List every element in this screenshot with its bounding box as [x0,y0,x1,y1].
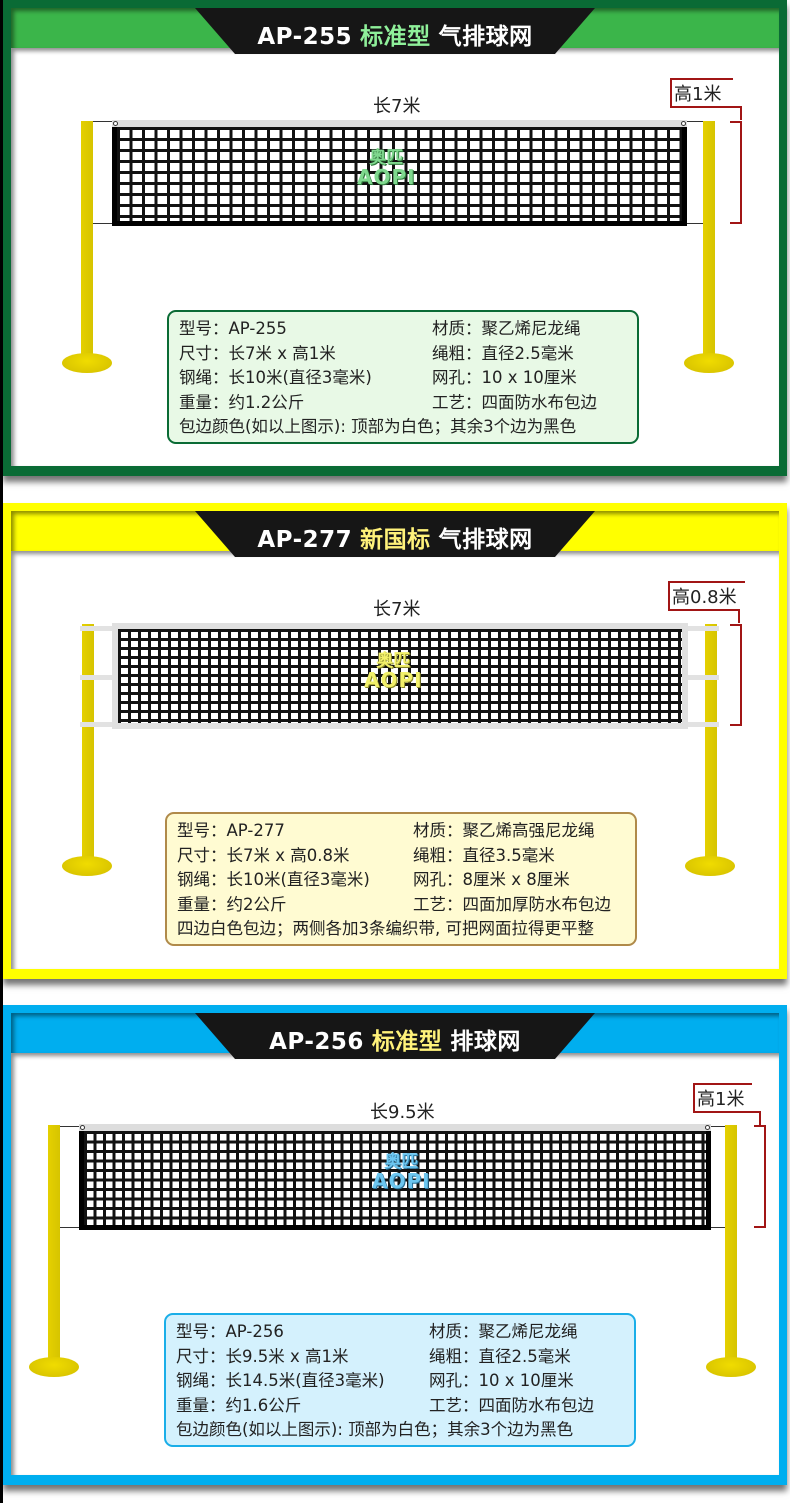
length-label: 长7米 [373,599,421,620]
left-post [82,624,94,860]
height-label: 高0.8米 [668,581,745,609]
side-strap [80,626,114,631]
right-post [705,624,717,860]
spec-row: 重量：约2公斤工艺：四面加厚防水布包边 [177,894,611,914]
right-post-base [685,856,735,876]
title-plate: AP-277 新国标气排球网 [195,511,595,557]
page-left-edge [0,0,3,1503]
right-post [725,1125,737,1361]
title-suffix: 气排球网 [438,527,533,553]
model-code: AP-256 [269,1029,364,1055]
side-strap [686,675,719,680]
right-post [703,121,715,357]
spec-row: 尺寸：长9.5米 x 高1米绳粗：直径2.5毫米 [176,1346,571,1366]
spec-row: 重量：约1.2公斤工艺：四面防水布包边 [179,392,597,412]
spec-row: 重量：约1.6公斤工艺：四面防水布包边 [176,1395,594,1415]
title-accent: 标准型 [371,1029,443,1055]
side-strap [80,722,114,727]
spec-note: 四边白色包边；两侧各加3条编织带, 可把网面拉得更平整 [177,919,594,938]
product-title: AP-256 标准型排球网 [195,1022,595,1056]
product-title: AP-255 标准型气排球网 [195,17,595,51]
height-bracket [730,121,742,224]
title-suffix: 排球网 [450,1029,521,1055]
title-plate: AP-255 标准型气排球网 [195,8,595,54]
spec-row: 钢绳：长10米(直径3毫米)网孔：10 x 10厘米 [179,368,577,387]
left-post-base [29,1357,79,1377]
height-bracket [754,1125,766,1228]
side-strap [80,675,114,680]
length-label: 长9.5米 [370,1102,435,1123]
side-strap [686,626,719,631]
height-label: 高1米 [670,78,734,106]
model-code: AP-255 [257,24,353,50]
left-post-base [62,856,112,876]
spec-row: 尺寸：长7米 x 高0.8米绳粗：直径3.5毫米 [177,845,555,865]
height-label: 高1米 [693,1083,753,1111]
length-label: 长7米 [373,96,421,117]
product-title: AP-277 新国标气排球网 [195,520,595,554]
title-accent: 标准型 [360,24,431,50]
spec-note: 包边颜色(如以上图示): 顶部为白色；其余3个边为黑色 [176,1420,574,1439]
height-bracket [730,624,742,726]
left-post-base [62,353,112,373]
right-post-base [684,353,734,373]
title-accent: 新国标 [360,527,431,553]
right-post-base [706,1357,756,1377]
spec-row: 尺寸：长7米 x 高1米绳粗：直径2.5毫米 [179,343,574,363]
model-code: AP-277 [257,527,353,553]
side-strap [686,722,719,727]
spec-row: 钢绳：长14.5米(直径3毫米)网孔：10 x 10厘米 [176,1371,574,1390]
spec-row: 钢绳：长10米(直径3毫米)网孔：8厘米 x 8厘米 [177,870,570,889]
left-post [81,121,93,357]
title-plate: AP-256 标准型排球网 [195,1013,595,1059]
left-post [48,1125,60,1361]
spec-note: 包边颜色(如以上图示): 顶部为白色；其余3个边为黑色 [179,417,577,436]
title-suffix: 气排球网 [438,24,533,50]
